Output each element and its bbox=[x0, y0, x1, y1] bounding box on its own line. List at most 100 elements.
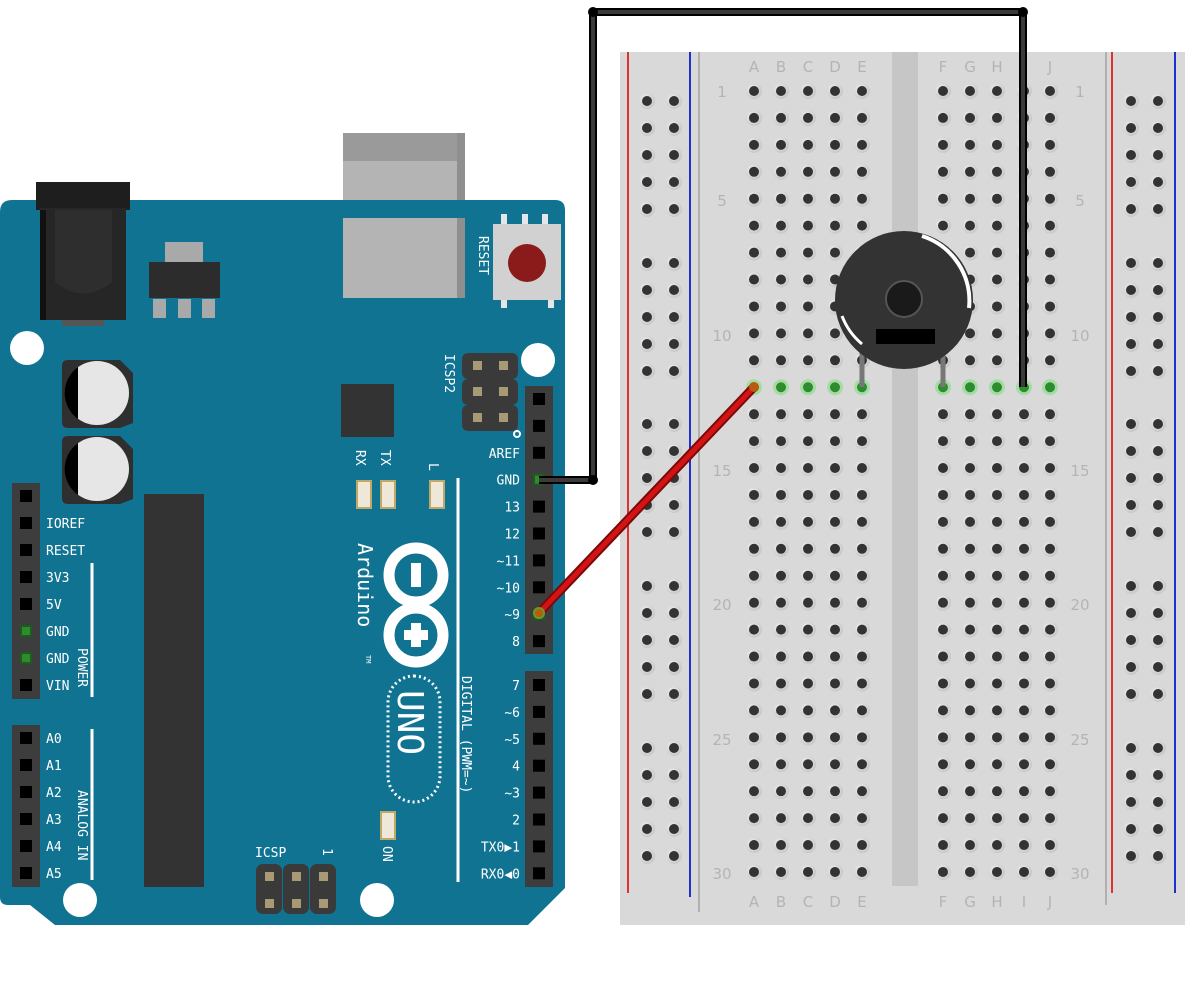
breadboard-hole[interactable] bbox=[854, 783, 870, 800]
breadboard-hole[interactable] bbox=[800, 271, 816, 288]
breadboard-hole[interactable] bbox=[989, 810, 1005, 827]
breadboard-hole[interactable] bbox=[989, 513, 1005, 530]
breadboard-hole[interactable] bbox=[989, 783, 1005, 800]
rail-hole[interactable] bbox=[1123, 794, 1139, 810]
rail-hole[interactable] bbox=[639, 578, 655, 594]
header-pin[interactable] bbox=[533, 813, 545, 826]
breadboard-hole[interactable] bbox=[773, 863, 789, 880]
breadboard-hole[interactable] bbox=[962, 837, 978, 854]
header-pin[interactable] bbox=[533, 527, 545, 540]
rail-hole[interactable] bbox=[1150, 174, 1166, 190]
header-pin[interactable] bbox=[533, 635, 545, 648]
breadboard-hole[interactable] bbox=[827, 163, 843, 180]
breadboard-hole[interactable] bbox=[773, 379, 789, 396]
breadboard-hole[interactable] bbox=[800, 756, 816, 773]
breadboard-hole[interactable] bbox=[800, 433, 816, 450]
rail-hole[interactable] bbox=[666, 147, 682, 163]
reset-button[interactable] bbox=[493, 214, 561, 308]
breadboard-hole[interactable] bbox=[800, 621, 816, 638]
header-pin[interactable] bbox=[20, 544, 32, 556]
breadboard-hole[interactable] bbox=[935, 433, 951, 450]
rail-hole[interactable] bbox=[639, 605, 655, 621]
breadboard-hole[interactable] bbox=[854, 729, 870, 746]
breadboard-hole[interactable] bbox=[800, 379, 816, 396]
breadboard-hole[interactable] bbox=[962, 675, 978, 692]
breadboard-hole[interactable] bbox=[1016, 621, 1032, 638]
breadboard-hole[interactable] bbox=[962, 783, 978, 800]
breadboard-hole[interactable] bbox=[989, 433, 1005, 450]
breadboard-hole[interactable] bbox=[962, 648, 978, 665]
header-pin[interactable] bbox=[533, 786, 545, 799]
rail-hole[interactable] bbox=[666, 497, 682, 513]
header-pin[interactable] bbox=[20, 759, 32, 771]
breadboard-hole[interactable] bbox=[773, 325, 789, 342]
breadboard-hole[interactable] bbox=[989, 271, 1005, 288]
breadboard-hole[interactable] bbox=[989, 621, 1005, 638]
rail-hole[interactable] bbox=[666, 363, 682, 379]
breadboard-hole[interactable] bbox=[773, 648, 789, 665]
breadboard-hole[interactable] bbox=[989, 325, 1005, 342]
breadboard-hole[interactable] bbox=[800, 109, 816, 126]
breadboard-hole[interactable] bbox=[1042, 756, 1058, 773]
rail-hole[interactable] bbox=[1123, 93, 1139, 109]
rail-hole[interactable] bbox=[1150, 282, 1166, 298]
rail-hole[interactable] bbox=[1150, 201, 1166, 217]
breadboard-hole[interactable] bbox=[1016, 837, 1032, 854]
breadboard-hole[interactable] bbox=[773, 460, 789, 477]
breadboard-hole[interactable] bbox=[1016, 810, 1032, 827]
rail-hole[interactable] bbox=[639, 363, 655, 379]
breadboard-hole[interactable] bbox=[989, 460, 1005, 477]
breadboard-hole[interactable] bbox=[827, 675, 843, 692]
breadboard-hole[interactable] bbox=[854, 406, 870, 423]
breadboard-hole[interactable] bbox=[1042, 460, 1058, 477]
breadboard-hole[interactable] bbox=[773, 675, 789, 692]
rail-hole[interactable] bbox=[1123, 336, 1139, 352]
header-pin[interactable] bbox=[20, 679, 32, 691]
rail-hole[interactable] bbox=[1123, 632, 1139, 648]
rail-hole[interactable] bbox=[666, 309, 682, 325]
breadboard-hole[interactable] bbox=[935, 783, 951, 800]
breadboard-hole[interactable] bbox=[1042, 702, 1058, 719]
breadboard-hole[interactable] bbox=[854, 109, 870, 126]
breadboard-hole[interactable] bbox=[989, 594, 1005, 611]
rail-hole[interactable] bbox=[666, 93, 682, 109]
breadboard-hole[interactable] bbox=[935, 163, 951, 180]
breadboard-hole[interactable] bbox=[962, 190, 978, 207]
rail-hole[interactable] bbox=[639, 416, 655, 432]
breadboard-hole[interactable] bbox=[773, 756, 789, 773]
breadboard-hole[interactable] bbox=[773, 567, 789, 584]
breadboard-hole[interactable] bbox=[1042, 190, 1058, 207]
breadboard-hole[interactable] bbox=[1016, 567, 1032, 584]
breadboard-hole[interactable] bbox=[1042, 298, 1058, 315]
breadboard-hole[interactable] bbox=[854, 837, 870, 854]
breadboard-hole[interactable] bbox=[1016, 433, 1032, 450]
breadboard-hole[interactable] bbox=[827, 244, 843, 261]
header-pin[interactable] bbox=[20, 867, 32, 879]
rail-hole[interactable] bbox=[639, 767, 655, 783]
breadboard-hole[interactable] bbox=[854, 486, 870, 503]
breadboard-hole[interactable] bbox=[989, 190, 1005, 207]
rail-hole[interactable] bbox=[1123, 443, 1139, 459]
breadboard-hole[interactable] bbox=[827, 837, 843, 854]
header-pin[interactable] bbox=[20, 732, 32, 744]
breadboard-hole[interactable] bbox=[746, 406, 762, 423]
breadboard-hole[interactable] bbox=[1042, 379, 1058, 396]
breadboard-hole[interactable] bbox=[962, 109, 978, 126]
breadboard-hole[interactable] bbox=[1016, 406, 1032, 423]
breadboard-hole[interactable] bbox=[989, 540, 1005, 557]
rail-hole[interactable] bbox=[666, 767, 682, 783]
rail-hole[interactable] bbox=[1123, 282, 1139, 298]
breadboard-hole[interactable] bbox=[746, 783, 762, 800]
breadboard-hole[interactable] bbox=[773, 621, 789, 638]
breadboard-hole[interactable] bbox=[1016, 729, 1032, 746]
header-pin[interactable] bbox=[533, 419, 545, 432]
breadboard-hole[interactable] bbox=[1016, 540, 1032, 557]
breadboard-hole[interactable] bbox=[935, 540, 951, 557]
ground-wire[interactable] bbox=[539, 7, 1028, 485]
breadboard-hole[interactable] bbox=[1042, 244, 1058, 261]
breadboard-hole[interactable] bbox=[989, 675, 1005, 692]
breadboard-hole[interactable] bbox=[989, 244, 1005, 261]
breadboard-hole[interactable] bbox=[827, 136, 843, 153]
breadboard-hole[interactable] bbox=[854, 621, 870, 638]
breadboard-hole[interactable] bbox=[854, 163, 870, 180]
